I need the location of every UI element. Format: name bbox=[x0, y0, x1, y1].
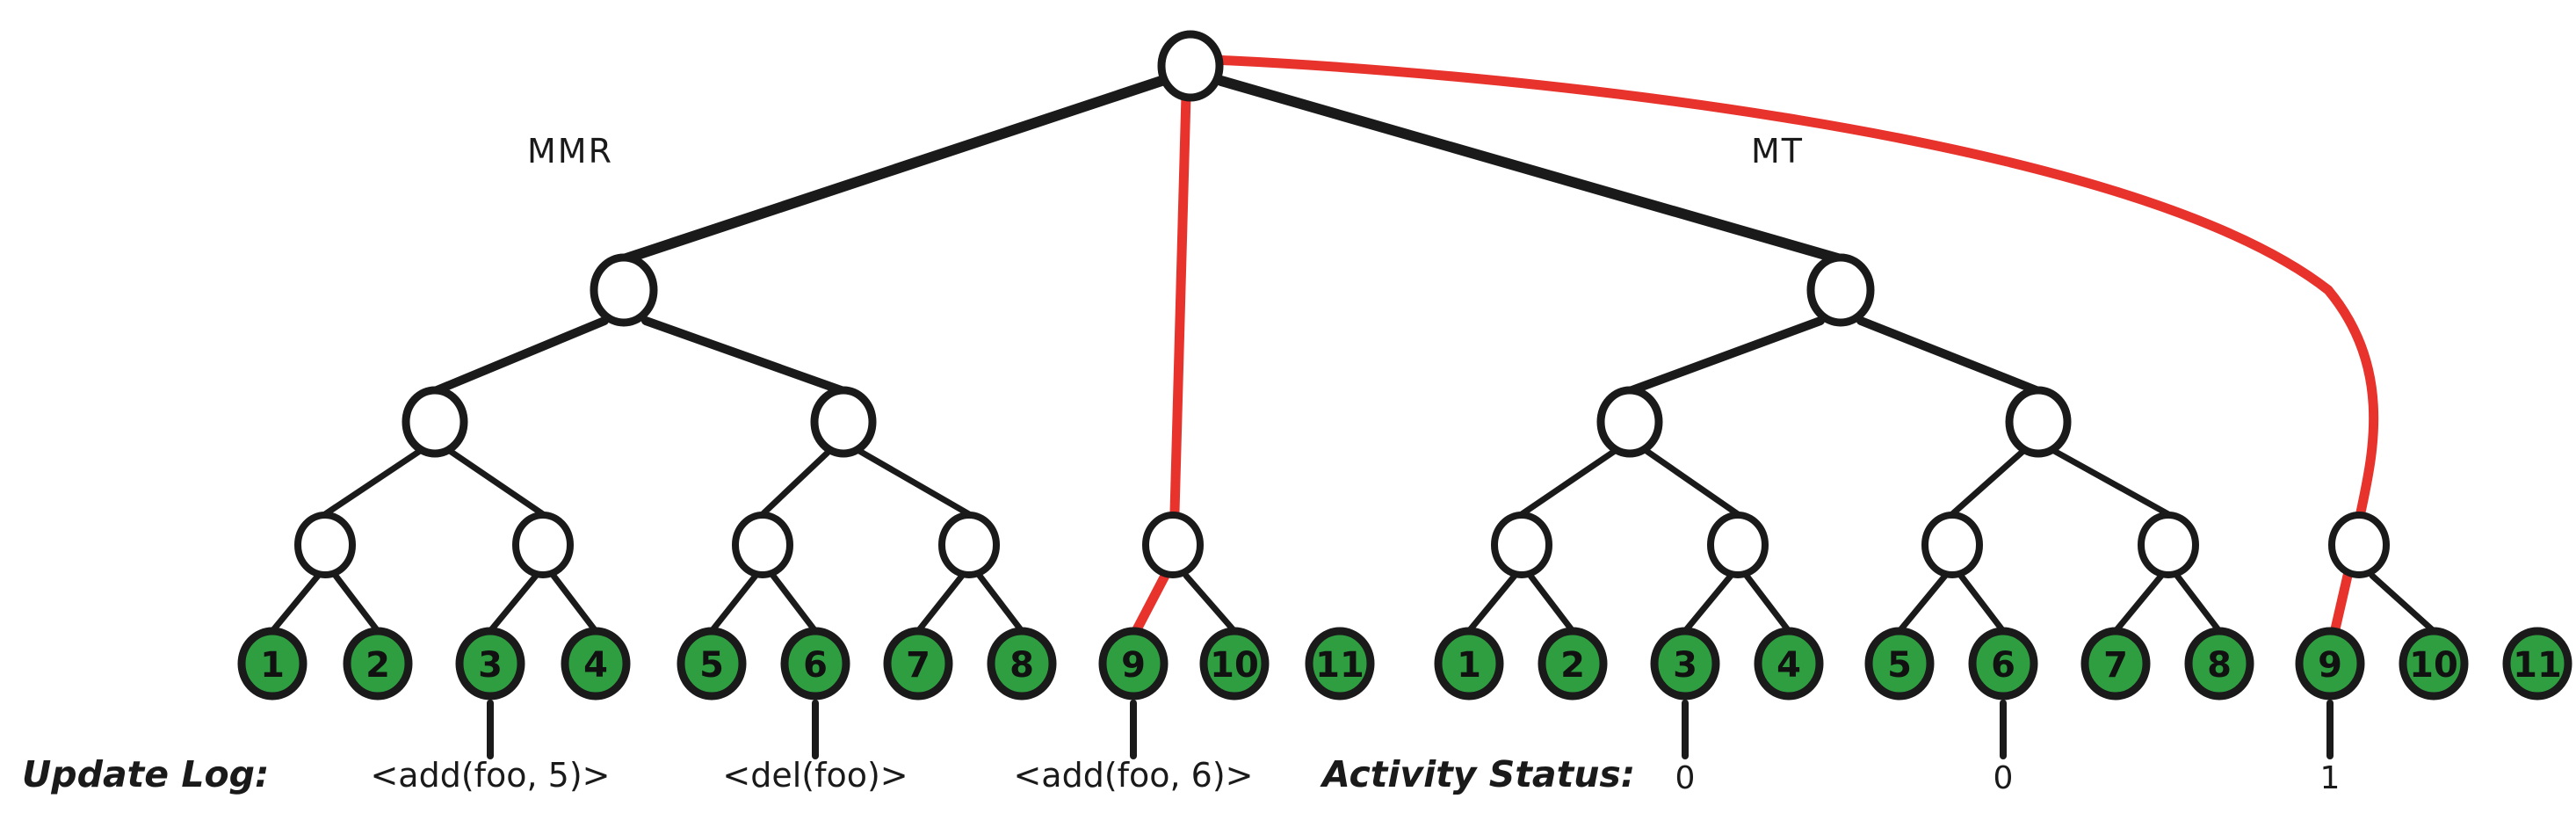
leaf-node[interactable]: 2 bbox=[343, 627, 413, 701]
leaf-node[interactable]: 10 bbox=[2399, 627, 2469, 701]
leaf-label: 9 bbox=[1121, 645, 1146, 686]
mt-node-R4[interactable] bbox=[2138, 512, 2199, 578]
root-node[interactable] bbox=[1157, 30, 1224, 102]
activity-status-value: 1 bbox=[2320, 760, 2341, 796]
leaf-label: 7 bbox=[906, 645, 930, 686]
mt-node-R2[interactable] bbox=[1707, 512, 1769, 578]
leaf-label: 4 bbox=[1776, 645, 1801, 686]
highlight-path bbox=[1131, 54, 2379, 638]
leaf-node[interactable]: 11 bbox=[1305, 627, 1375, 701]
update-log-entry: <del(foo)> bbox=[722, 756, 908, 795]
activity-status-value: 0 bbox=[1994, 760, 2014, 796]
mmr-node-L1[interactable] bbox=[294, 512, 356, 578]
mmr-tree-label: MMR bbox=[527, 132, 613, 171]
leaf-label: 6 bbox=[803, 645, 828, 686]
leaf-node[interactable]: 4 bbox=[1754, 627, 1824, 701]
leaf-label: 1 bbox=[260, 645, 285, 686]
leaf-node[interactable]: 4 bbox=[561, 627, 631, 701]
leaf-label: 3 bbox=[1673, 645, 1697, 686]
mt-node-R1[interactable] bbox=[1491, 512, 1552, 578]
mt-node-R5[interactable] bbox=[2328, 512, 2390, 578]
mt-leaves: 1 2 3 4 5 6 7 8 bbox=[1434, 627, 2572, 701]
red-root-to-mmr-parent bbox=[1169, 90, 1191, 518]
update-log-entry: <add(foo, 6)> bbox=[1013, 756, 1253, 795]
activity-status-value: 0 bbox=[1675, 760, 1696, 796]
mmr-node-L3[interactable] bbox=[732, 512, 793, 578]
leaf-node[interactable]: 7 bbox=[2080, 627, 2151, 701]
red-mt-parent-to-leaf9 bbox=[2329, 570, 2353, 638]
mmr-node-L4[interactable] bbox=[938, 512, 1000, 578]
leaf-label: 4 bbox=[583, 645, 608, 686]
mt-edges bbox=[1216, 76, 2437, 635]
mmr-node-L8[interactable] bbox=[590, 253, 658, 327]
red-root-to-mt-parent bbox=[1207, 54, 2379, 518]
mmr-node-L5[interactable] bbox=[1142, 512, 1204, 578]
leaf-node[interactable]: 5 bbox=[677, 627, 747, 701]
leaf-label: 1 bbox=[1457, 645, 1481, 686]
update-log-label: Update Log: bbox=[22, 753, 269, 795]
leaf-node[interactable]: 8 bbox=[2184, 627, 2254, 701]
leaf-node[interactable]: 3 bbox=[1650, 627, 1720, 701]
mt-node-R7[interactable] bbox=[2005, 386, 2072, 458]
leaf-node[interactable]: 9 bbox=[1098, 627, 1169, 701]
leaf-node[interactable]: 1 bbox=[237, 627, 308, 701]
mmr-node-L6[interactable] bbox=[402, 386, 468, 458]
leaf-label: 7 bbox=[2103, 645, 2128, 686]
leaf-label: 5 bbox=[1887, 645, 1912, 686]
leaf-label: 10 bbox=[1210, 645, 1259, 686]
leaf-node[interactable]: 6 bbox=[780, 627, 850, 701]
leaf-node[interactable]: 5 bbox=[1864, 627, 1935, 701]
leaf-label: 11 bbox=[2513, 645, 2562, 686]
leaf-label: 10 bbox=[2409, 645, 2458, 686]
leaf-label: 5 bbox=[699, 645, 724, 686]
leaf-node[interactable]: 9 bbox=[2295, 627, 2365, 701]
leaf-node[interactable]: 1 bbox=[1434, 627, 1504, 701]
leaf-node[interactable]: 2 bbox=[1538, 627, 1608, 701]
update-log-entry: <add(foo, 5)> bbox=[370, 756, 610, 795]
leaf-label: 6 bbox=[1991, 645, 2015, 686]
mmr-leaves: 1 2 3 4 5 6 7 8 bbox=[237, 627, 1375, 701]
leaf-label: 2 bbox=[365, 645, 390, 686]
leaf-label: 11 bbox=[1315, 645, 1364, 686]
mmr-node-L2[interactable] bbox=[512, 512, 574, 578]
leaf-node[interactable]: 7 bbox=[883, 627, 953, 701]
leaf-label: 8 bbox=[2207, 645, 2232, 686]
mt-internal-nodes bbox=[1491, 253, 2390, 578]
mmr-edges bbox=[269, 76, 1238, 635]
mmr-internal-nodes bbox=[294, 253, 1204, 578]
mt-node-R6[interactable] bbox=[1596, 386, 1663, 458]
leaf-node[interactable]: 10 bbox=[1199, 627, 1270, 701]
mt-node-R8[interactable] bbox=[1806, 253, 1875, 327]
annotation-ticks bbox=[487, 700, 2334, 759]
leaf-node[interactable]: 11 bbox=[2502, 627, 2572, 701]
leaf-label: 3 bbox=[478, 645, 503, 686]
mt-tree-label: MT bbox=[1751, 132, 1804, 171]
leaf-node[interactable]: 3 bbox=[455, 627, 525, 701]
leaf-label: 8 bbox=[1009, 645, 1034, 686]
leaf-label: 2 bbox=[1560, 645, 1585, 686]
mt-node-R3[interactable] bbox=[1921, 512, 1983, 578]
leaf-label: 9 bbox=[2318, 645, 2342, 686]
leaf-node[interactable]: 8 bbox=[987, 627, 1057, 701]
activity-status-label: Activity Status: bbox=[1320, 753, 1635, 795]
red-mmr-parent-to-leaf9 bbox=[1131, 570, 1170, 636]
mmr-node-L7[interactable] bbox=[810, 386, 877, 458]
leaf-node[interactable]: 6 bbox=[1968, 627, 2038, 701]
